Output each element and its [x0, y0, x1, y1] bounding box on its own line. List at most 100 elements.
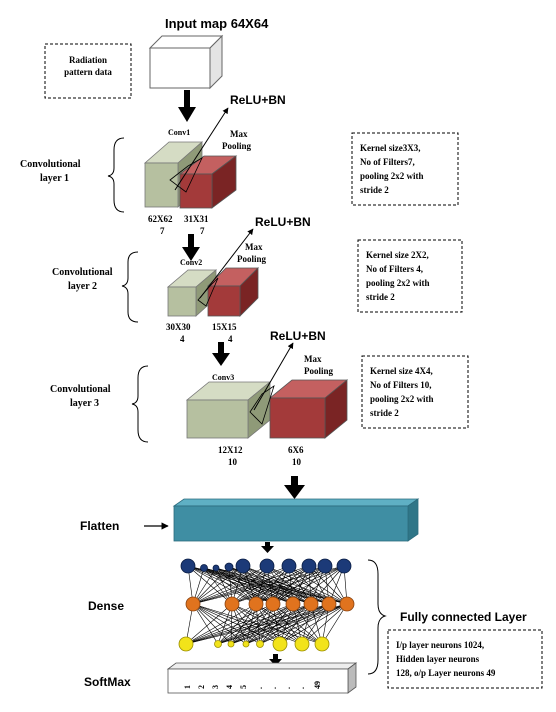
- input-map-title: Input map 64X64: [165, 16, 269, 31]
- conv2-note-box: [357, 239, 463, 313]
- connection-line: [310, 565, 345, 605]
- conv2-pool-dims-2: 4: [228, 334, 233, 344]
- connection-line: [292, 565, 345, 605]
- connection-line: [259, 603, 348, 645]
- conv2-layer-label-2: layer 2: [68, 281, 97, 292]
- connection-line: [255, 565, 290, 605]
- connection-line: [185, 603, 257, 645]
- softmax-cell-label: .: [255, 687, 264, 689]
- conv2-conv-dims-1: 30X30: [166, 322, 191, 332]
- conv1-pool-window: [169, 157, 203, 193]
- fc-brace: [367, 559, 387, 675]
- connection-line: [230, 603, 312, 645]
- input-neuron: [336, 558, 352, 574]
- conv2-layer-label-1: Convolutional: [52, 267, 113, 278]
- conv1-activation: ReLU+BN: [230, 93, 286, 107]
- connection-line: [215, 567, 274, 605]
- conv3-pool-dims-2: 10: [292, 457, 302, 467]
- connection-line: [192, 566, 230, 605]
- input-neuron: [235, 558, 251, 574]
- input-neuron: [212, 564, 220, 572]
- conv3-pool-dims-1: 6X6: [288, 445, 304, 455]
- dense-network: [178, 558, 355, 652]
- connection-line: [217, 603, 257, 645]
- connection-line: [230, 603, 257, 645]
- conv3-activation-arrow: [253, 342, 294, 411]
- softmax-cell-label: .: [269, 687, 278, 689]
- input-neuron: [180, 558, 196, 574]
- conv2-feature-block: [166, 269, 218, 317]
- connection-line: [192, 603, 261, 645]
- output-neuron: [294, 636, 310, 652]
- connection-line: [230, 603, 274, 645]
- connection-line: [255, 565, 326, 605]
- input-note-line-1: Radiation: [69, 55, 107, 65]
- softmax-cell-label: .: [283, 687, 292, 689]
- softmax-cell-label: 49: [313, 681, 322, 689]
- conv3-note-line-3: pooling 2x2 with: [370, 394, 434, 404]
- connection-line: [192, 565, 326, 605]
- down-arrow-5: [261, 542, 274, 553]
- connection-line: [230, 603, 294, 645]
- conv1-layer-label-1: Convolutional: [20, 159, 81, 170]
- output-neuron: [272, 636, 288, 652]
- down-arrow-3: [212, 342, 230, 366]
- conv1-note-box: [351, 132, 459, 206]
- conv3-pool-block: [268, 379, 349, 439]
- conv3-label: Conv3: [212, 373, 234, 382]
- conv3-pool-label-2: Pooling: [304, 366, 334, 376]
- output-neuron: [214, 640, 222, 648]
- connection-line: [266, 565, 294, 605]
- flatten-bar: [172, 498, 420, 542]
- conv1-note-line-3: pooling 2x2 with: [360, 171, 424, 181]
- input-neuron: [281, 558, 297, 574]
- softmax-bar: [166, 662, 358, 694]
- conv1-brace: [107, 137, 125, 213]
- connection-line: [279, 603, 348, 645]
- conv3-note-line-1: Kernel size 4X4,: [370, 366, 433, 376]
- fc-note-line-2: Hidden layer neurons: [396, 654, 480, 664]
- conv2-pool-dims-1: 15X15: [212, 322, 237, 332]
- conv3-conv-dims-1: 12X12: [218, 445, 243, 455]
- connection-line: [266, 565, 330, 605]
- conv1-pool-dims-1: 31X31: [184, 214, 209, 224]
- connection-line: [187, 565, 233, 605]
- connection-line: [231, 565, 310, 605]
- connection-line: [228, 566, 274, 605]
- conv2-label: Conv2: [180, 258, 202, 267]
- connection-line: [255, 603, 281, 645]
- conv2-pool-label-2: Pooling: [237, 254, 267, 264]
- conv1-layer-label-2: layer 1: [40, 173, 69, 184]
- connection-line: [301, 603, 348, 645]
- connection-line: [192, 603, 303, 645]
- conv2-note-line-3: pooling 2x2 with: [366, 278, 430, 288]
- softmax-cell-label: 1: [183, 685, 192, 689]
- hidden-neuron: [224, 596, 240, 612]
- output-neuron: [242, 640, 250, 648]
- conv3-conv-dims-2: 10: [228, 457, 238, 467]
- down-arrow-4: [284, 476, 305, 499]
- conv3-note-box: [361, 355, 469, 429]
- conv3-note-line-2: No of Filters 10,: [370, 380, 431, 390]
- conv3-feature-block: [185, 381, 272, 439]
- connection-line: [192, 565, 345, 605]
- hidden-neuron: [285, 596, 301, 612]
- conv2-note-line-2: No of Filters 4,: [366, 264, 423, 274]
- softmax-cell-label: 4: [225, 685, 234, 689]
- fc-note-box: [387, 629, 543, 689]
- input-neuron: [301, 558, 317, 574]
- conv1-conv-dims-2: 7: [160, 226, 165, 236]
- softmax-cell-label: 2: [197, 685, 206, 689]
- conv2-note-line-4: stride 2: [366, 292, 395, 302]
- conv2-pool-block: [207, 267, 259, 317]
- connection-line: [259, 603, 312, 645]
- connection-line: [185, 603, 348, 645]
- connection-line: [231, 565, 290, 605]
- conv3-note-line-4: stride 2: [370, 408, 399, 418]
- connection-line: [272, 565, 326, 605]
- connection-line: [228, 566, 294, 605]
- connection-line: [308, 565, 348, 605]
- connection-line: [321, 603, 348, 645]
- conv1-note-line-1: Kernel size3X3,: [360, 143, 420, 153]
